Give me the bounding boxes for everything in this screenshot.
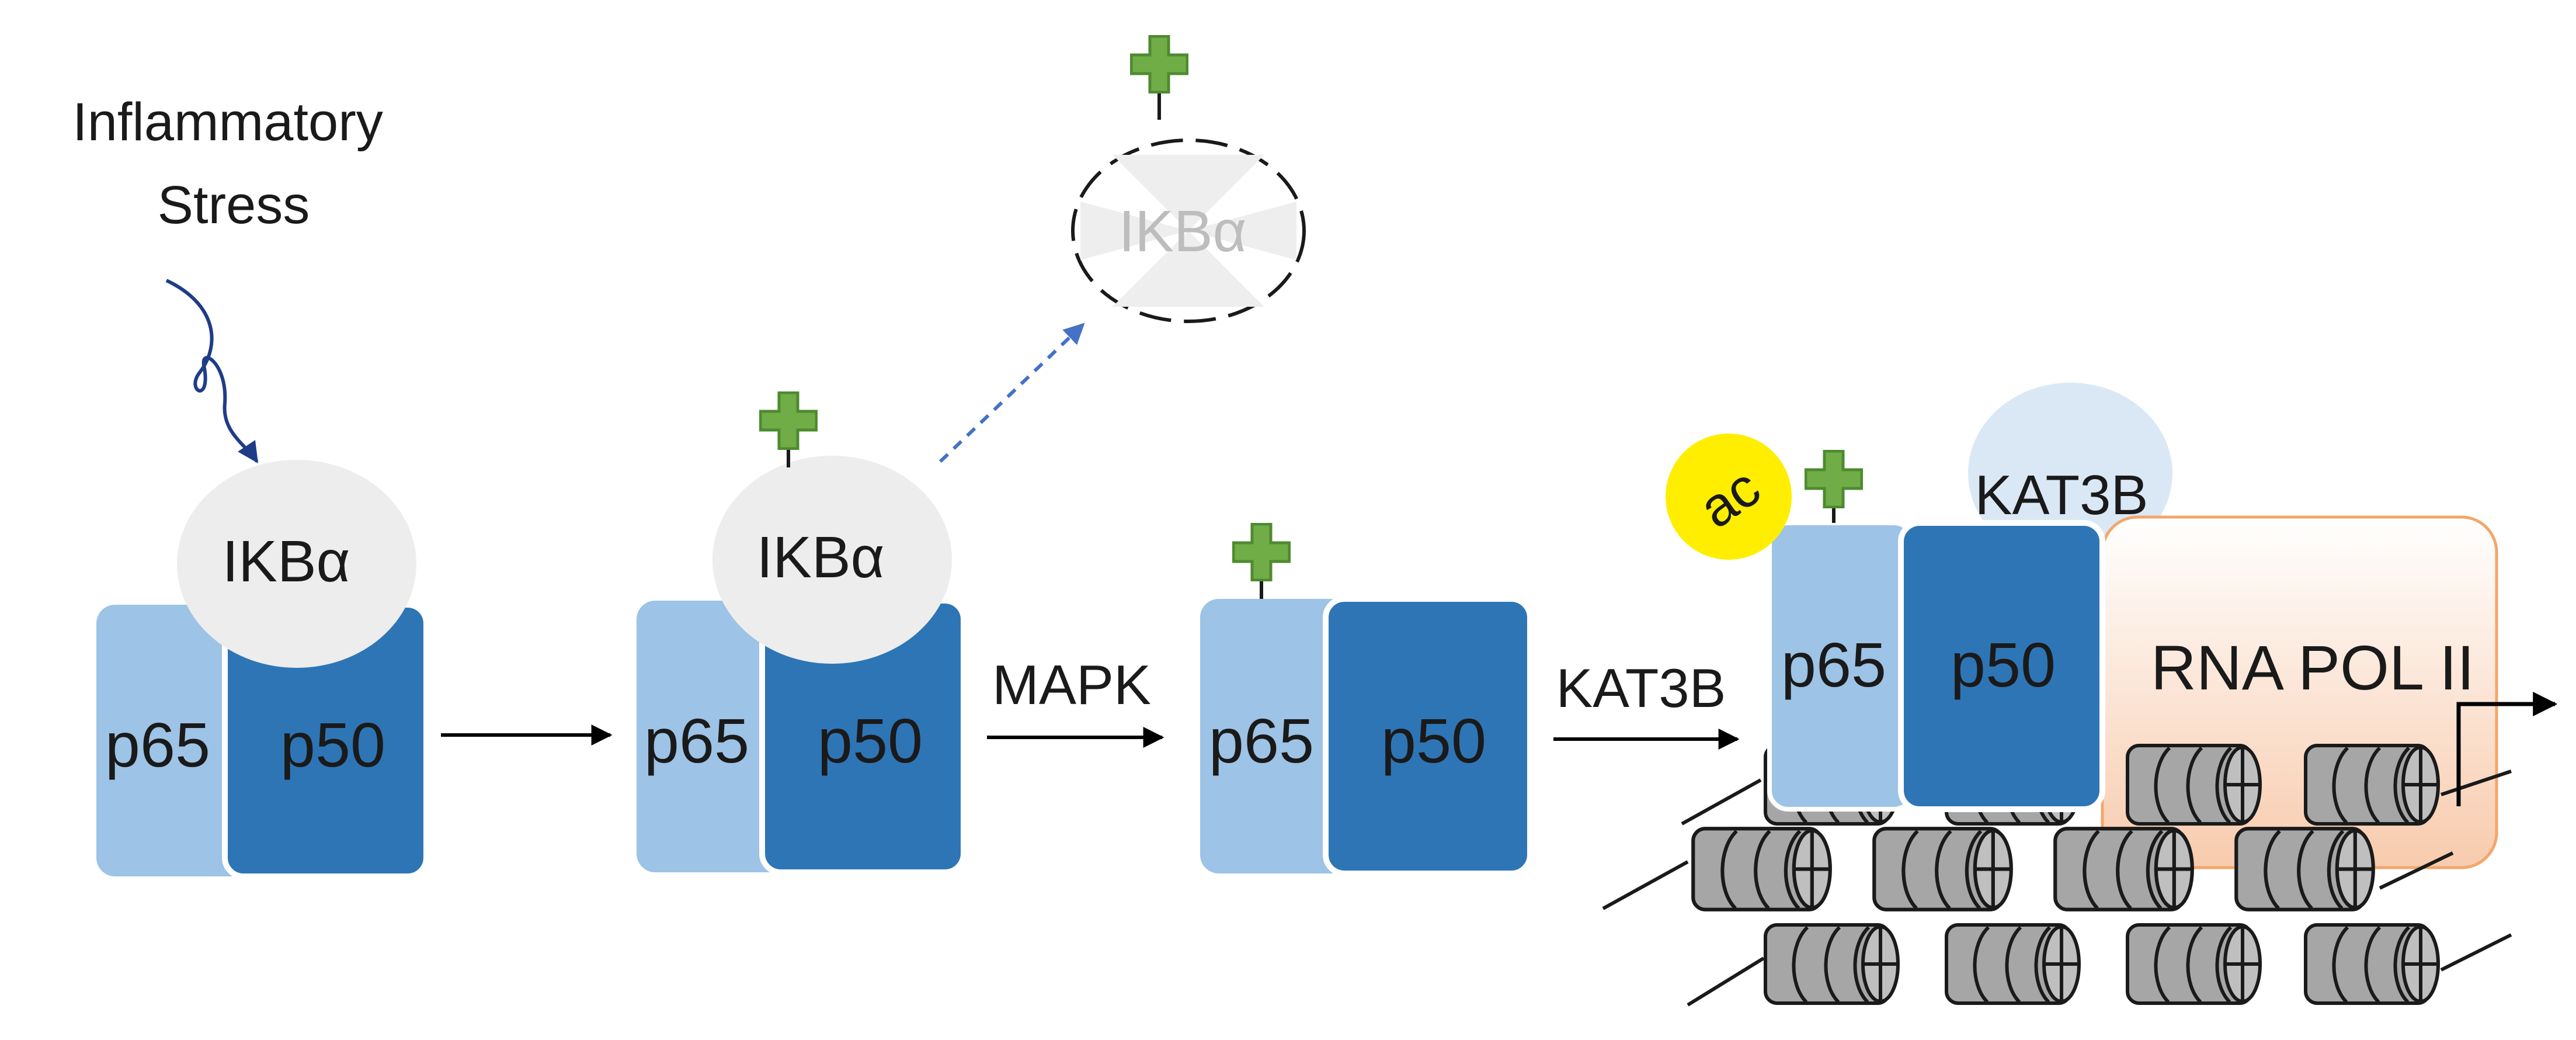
transcription-start-arrow — [2456, 692, 2558, 806]
phospho-icon — [1233, 524, 1289, 580]
stimulus-line1: Inflammatory — [72, 92, 383, 152]
p50-label: p50 — [1381, 705, 1486, 776]
stimulus-label: Inflammatory Stress — [72, 92, 383, 235]
nucleosome — [1874, 828, 2011, 909]
nucleosome — [1693, 828, 1830, 909]
degradation-arrow — [938, 323, 1085, 463]
p65-subunit — [1200, 599, 1352, 873]
stimulus-line2: Stress — [158, 175, 310, 235]
kat3b-label: KAT3B — [1975, 464, 2149, 526]
ikba-label: IKBα — [223, 529, 350, 594]
complex-stage3: p65 p50 — [1200, 524, 1533, 876]
p65-label: p65 — [1209, 705, 1314, 776]
nucleosome — [1765, 925, 1898, 1003]
ikba-label: IKBα — [757, 525, 885, 590]
degraded-ikba-label: IKBα — [1119, 199, 1247, 264]
p65-subunit — [637, 601, 788, 872]
degraded-ikba: IKBα — [1071, 36, 1306, 323]
degraded-ikba-outline — [1071, 138, 1306, 323]
complex-stage1: IKBα p65 p50 — [96, 460, 429, 879]
p50-label: p50 — [280, 709, 385, 780]
nucleosome — [2127, 925, 2260, 1003]
acetyl-group — [1666, 434, 1792, 560]
complex-stage2: IKBα p65 p50 — [637, 393, 967, 875]
p65-label: p65 — [105, 709, 210, 780]
ikba-protein — [177, 460, 416, 668]
phospho-icon — [1806, 451, 1862, 507]
p65-label: p65 — [644, 705, 749, 776]
dna-linkers — [1602, 769, 2512, 1007]
nucleosome — [2306, 925, 2438, 1003]
p50-label: p50 — [1951, 629, 2056, 700]
p50-subunit — [1323, 596, 1533, 876]
nucleosome — [1946, 925, 2079, 1003]
nucleosome — [2127, 746, 2260, 824]
transcription-complex: KAT3B RNA POL II p65 p50 — [1602, 383, 2558, 1007]
nucleosome — [2236, 828, 2373, 909]
rna-pol-label: RNA POL II — [2151, 632, 2474, 703]
phospho-icon — [1131, 36, 1187, 92]
p65-label: p65 — [1781, 629, 1886, 700]
nucleosome — [2055, 828, 2192, 909]
degraded-ikba-fragments — [1080, 155, 1296, 307]
phospho-icon — [760, 393, 816, 449]
ikba-protein — [712, 456, 952, 664]
kat3b-arrow-label: KAT3B — [1556, 657, 1726, 719]
kat3b-coactivator — [1968, 383, 2172, 564]
nucleosome — [2306, 746, 2438, 824]
stress-wavy-arrow — [165, 279, 259, 463]
p50-label: p50 — [818, 705, 923, 776]
p50-subunit — [1898, 520, 2105, 812]
mapk-label: MAPK — [992, 654, 1151, 716]
p65-subunit — [96, 605, 248, 876]
